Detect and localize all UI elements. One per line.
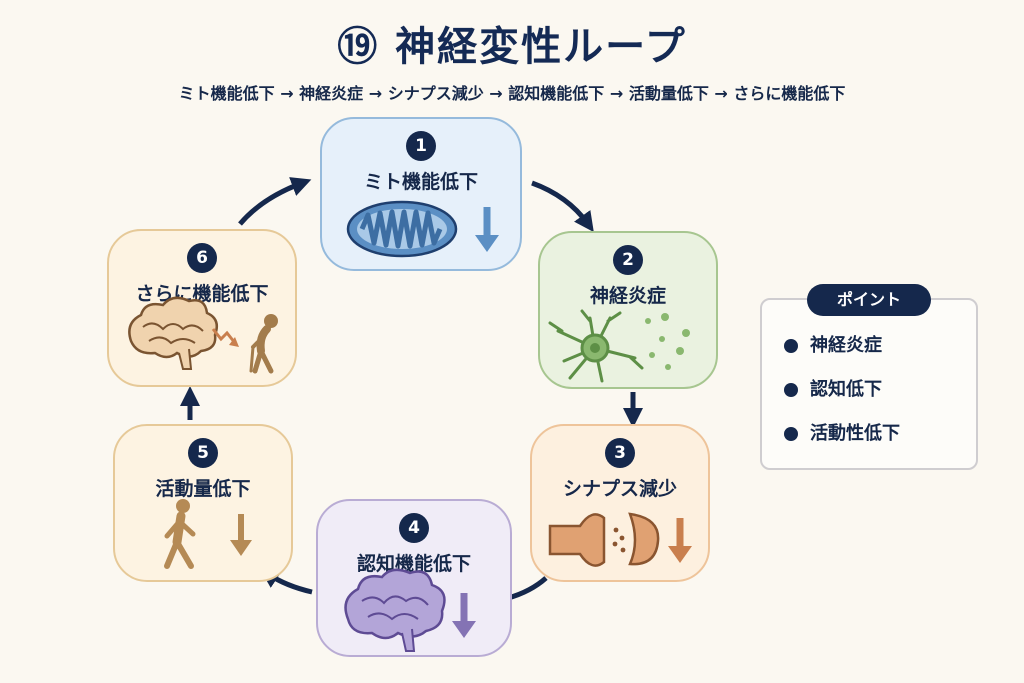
step-number: 4 [399,513,429,543]
step-label: ミト機能低下 [363,171,478,193]
step-card-neuroinflammation: 2 神経炎症 [538,231,718,389]
key-points-list: 神経炎症 認知低下 活動性低下 [780,334,900,466]
flow-summary: ミト機能低下 → 神経炎症 → シナプス減少 → 認知機能低下 → 活動量低下 … [178,84,846,103]
step-number: 6 [187,243,217,273]
decline-arrow-icon [211,328,239,347]
list-item: 認知低下 [780,378,900,422]
step-label: 活動量低下 [155,478,251,500]
step-number: 5 [188,438,218,468]
step-number: 1 [406,131,436,161]
step-label: シナプス減少 [562,478,677,500]
neuron-icon [548,309,644,383]
arrow-6-to-1 [238,177,312,226]
page-title: ⑲ 神経変性ループ [337,24,687,70]
inflammation-particles-icon [645,313,690,370]
bullet-icon [784,383,798,397]
down-arrow-icon [452,593,476,638]
key-points-heading: ポイント [807,284,931,316]
bullet-icon [784,427,798,441]
list-item: 神経炎症 [780,334,900,378]
step-card-mitochondria: 1 ミト機能低下 [320,117,522,271]
step-label: 認知機能低下 [356,553,471,575]
synapse-icon [548,512,660,567]
down-arrow-icon [668,518,692,563]
down-arrow-icon [475,207,499,252]
step-card-further-decline: 6 さらに機能低下 [107,229,297,387]
down-arrow-icon [230,514,252,556]
step-card-activity-decline: 5 活動量低下 [113,424,293,582]
bullet-icon [784,339,798,353]
list-item: 活動性低下 [780,422,900,466]
step-number: 3 [605,438,635,468]
step-number: 2 [613,245,643,275]
declining-elder-icon [249,314,278,374]
key-points-box: ポイント 神経炎症 認知低下 活動性低下 [760,284,978,470]
step-label: 神経炎症 [589,285,666,307]
arrow-1-to-2 [531,180,594,233]
step-card-cognitive-decline: 4 認知機能低下 [316,499,512,657]
walking-person-icon [164,499,196,569]
brain-icon [128,296,218,370]
step-card-synapse-loss: 3 シナプス減少 [530,424,710,582]
brain-icon [344,568,446,652]
mitochondria-icon [346,200,458,258]
